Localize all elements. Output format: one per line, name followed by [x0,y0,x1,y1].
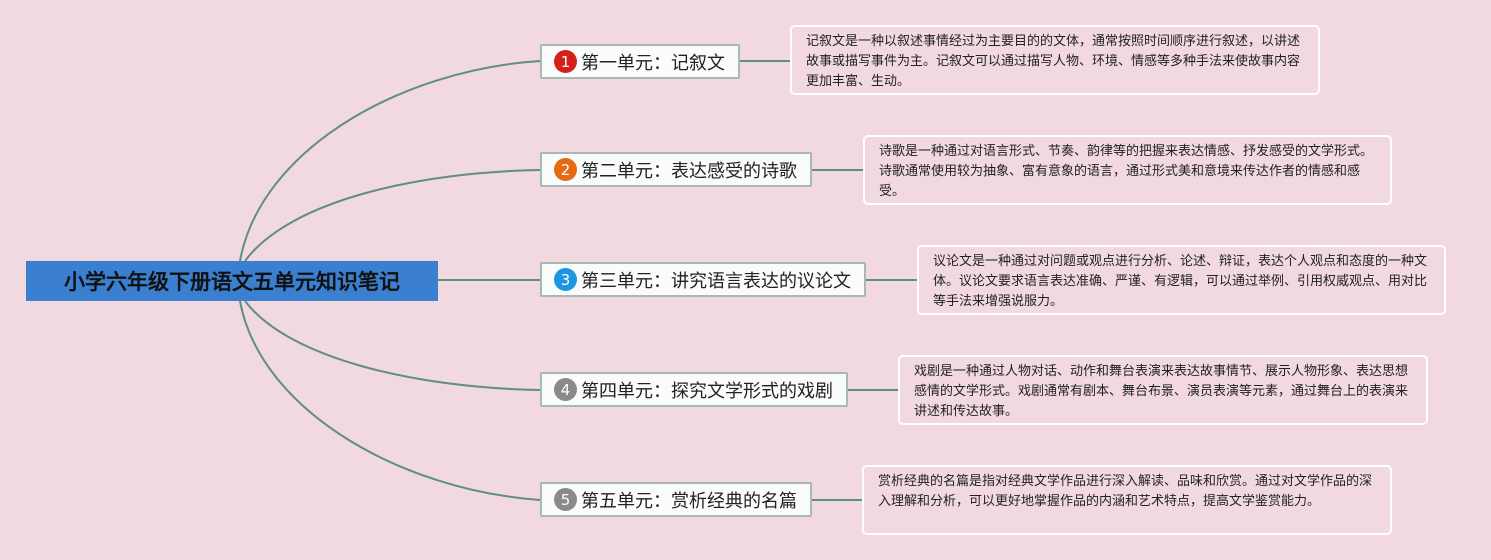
connector-root-4 [244,300,541,391]
number-2-icon: 2 [554,158,577,181]
number-4-icon: 4 [554,378,577,401]
branch-label: 第四单元：探究文学形式的戏剧 [581,380,833,402]
note-unit-4[interactable]: 戏剧是一种通过人物对话、动作和舞台表演来表达故事情节、展示人物形象、表达思想感情… [898,355,1428,425]
branch-unit-2[interactable]: 2 第二单元：表达感受的诗歌 [540,152,812,187]
note-unit-1[interactable]: 记叙文是一种以叙述事情经过为主要目的的文体，通常按照时间顺序进行叙述，以讲述故事… [790,25,1320,95]
branch-unit-5[interactable]: 5 第五单元：赏析经典的名篇 [540,482,812,517]
branch-unit-1[interactable]: 1 第一单元：记叙文 [540,44,740,79]
branch-label: 第二单元：表达感受的诗歌 [581,160,797,182]
note-unit-2[interactable]: 诗歌是一种通过对语言形式、节奏、韵律等的把握来表达情感、抒发感受的文学形式。诗歌… [863,135,1392,205]
branch-label: 第一单元：记叙文 [581,52,725,74]
note-unit-3[interactable]: 议论文是一种通过对问题或观点进行分析、论述、辩证，表达个人观点和态度的一种文体。… [917,245,1446,315]
branch-label: 第五单元：赏析经典的名篇 [581,490,797,512]
note-unit-5[interactable]: 赏析经典的名篇是指对经典文学作品进行深入解读、品味和欣赏。通过对文学作品的深入理… [862,465,1392,535]
number-3-icon: 3 [554,268,577,291]
branch-label: 第三单元：讲究语言表达的议论文 [581,270,851,292]
branch-unit-3[interactable]: 3 第三单元：讲究语言表达的议论文 [540,262,866,297]
connector-root-2 [244,169,541,262]
number-1-icon: 1 [554,50,577,73]
connector-root-5 [239,300,541,501]
root-topic[interactable]: 小学六年级下册语文五单元知识笔记 [26,261,438,301]
branch-unit-4[interactable]: 4 第四单元：探究文学形式的戏剧 [540,372,848,407]
number-5-icon: 5 [554,488,577,511]
